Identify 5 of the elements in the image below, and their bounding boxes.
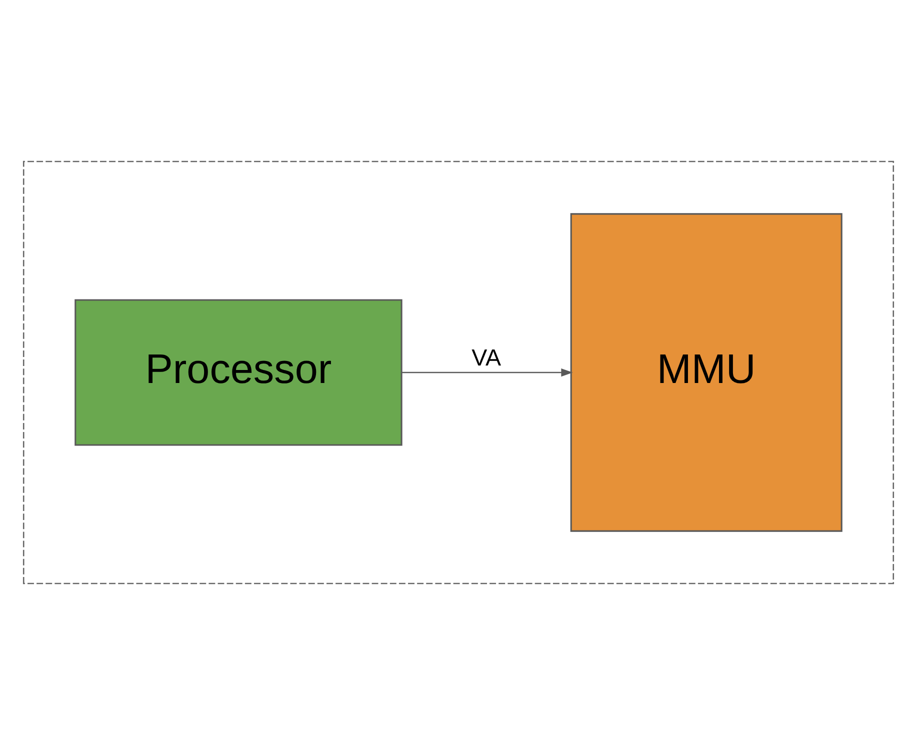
arrow: [402, 368, 573, 377]
cluster: [22, 160, 894, 584]
node-box: Processor: [74, 299, 402, 446]
node-box: MMU: [570, 213, 842, 532]
edge-label: VA: [472, 344, 501, 370]
